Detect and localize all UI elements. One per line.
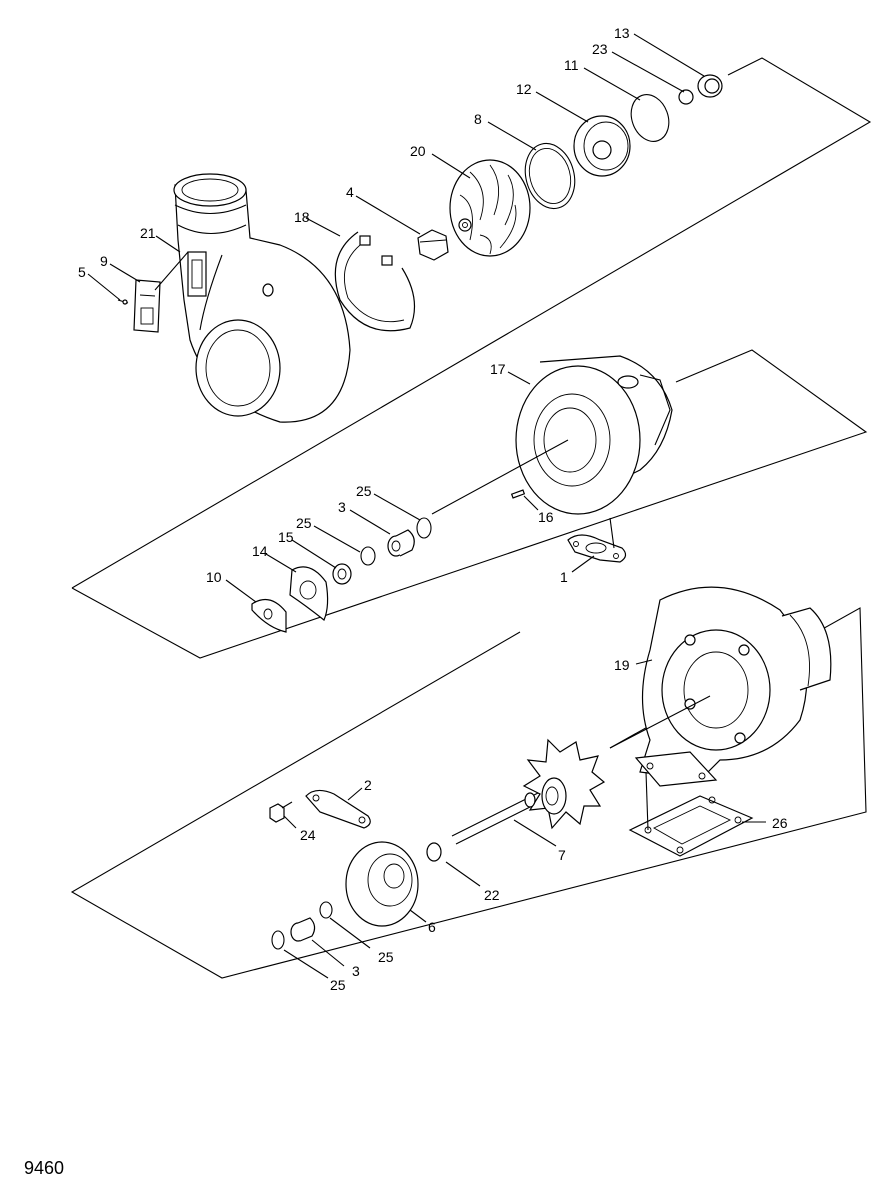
callout-5: 5 [78, 264, 86, 280]
retaining-ring-lower-a [319, 901, 333, 919]
thrust-washer [251, 598, 287, 633]
retaining-ring-lower-b [271, 930, 285, 950]
leader-lines [87, 33, 766, 979]
callout-7: 7 [558, 847, 566, 863]
callout-25-upper-b: 25 [296, 515, 312, 531]
turbine-inlet-gasket [628, 771, 754, 857]
callout-labels: 13 23 11 12 8 20 4 18 21 9 5 17 25 3 25 … [78, 25, 788, 993]
callout-16: 16 [538, 509, 554, 525]
callout-25-lower-b: 25 [330, 977, 346, 993]
thrust-collar [332, 563, 352, 585]
retaining-ring-upper-a [416, 517, 432, 539]
callout-18: 18 [294, 209, 310, 225]
callout-12: 12 [516, 81, 532, 97]
callout-23: 23 [592, 41, 608, 57]
turbine-wheel-shaft [451, 738, 606, 845]
callout-1: 1 [560, 569, 568, 585]
plug [697, 74, 723, 98]
callout-3-lower: 3 [352, 963, 360, 979]
heat-shield [345, 841, 419, 927]
callout-13: 13 [614, 25, 630, 41]
oil-drain-gasket [567, 534, 627, 563]
bolt [269, 801, 293, 823]
callout-22: 22 [484, 887, 500, 903]
compressor-group-frame [71, 57, 872, 589]
callout-21: 21 [140, 225, 156, 241]
callout-8: 8 [474, 111, 482, 127]
lock-nut [417, 229, 449, 261]
callout-14: 14 [252, 543, 268, 559]
center-housing-group-frame [71, 349, 868, 659]
bracket [305, 789, 371, 829]
callout-26: 26 [772, 815, 788, 831]
seal-ring-small [678, 89, 694, 105]
drive-screw [117, 299, 129, 305]
journal-bearing-lower [290, 917, 316, 942]
callout-25-lower-a: 25 [378, 949, 394, 965]
pin [510, 489, 526, 499]
callout-2: 2 [364, 777, 372, 793]
callout-9: 9 [100, 253, 108, 269]
piston-ring [426, 842, 442, 862]
snap-ring [524, 142, 576, 210]
callout-6: 6 [428, 919, 436, 935]
callout-20: 20 [410, 143, 426, 159]
callout-3-upper: 3 [338, 499, 346, 515]
callout-25-upper-a: 25 [356, 483, 372, 499]
thrust-bearing [289, 566, 329, 621]
callout-10: 10 [206, 569, 222, 585]
callout-19: 19 [614, 657, 630, 673]
retaining-ring [334, 231, 416, 332]
callout-24: 24 [300, 827, 316, 843]
callout-4: 4 [346, 184, 354, 200]
callout-15: 15 [278, 529, 294, 545]
name-plate [133, 279, 161, 333]
callout-17: 17 [490, 361, 506, 377]
retaining-ring-upper-b [360, 546, 376, 566]
figure-number: 9460 [24, 1158, 64, 1178]
o-ring [630, 94, 670, 142]
callout-11: 11 [564, 57, 579, 73]
thrust-insert [573, 115, 631, 177]
journal-bearing-upper [387, 529, 415, 557]
center-housing [515, 355, 673, 515]
compressor-housing [173, 173, 351, 423]
turbine-housing [634, 586, 832, 787]
compressor-wheel [449, 159, 531, 257]
